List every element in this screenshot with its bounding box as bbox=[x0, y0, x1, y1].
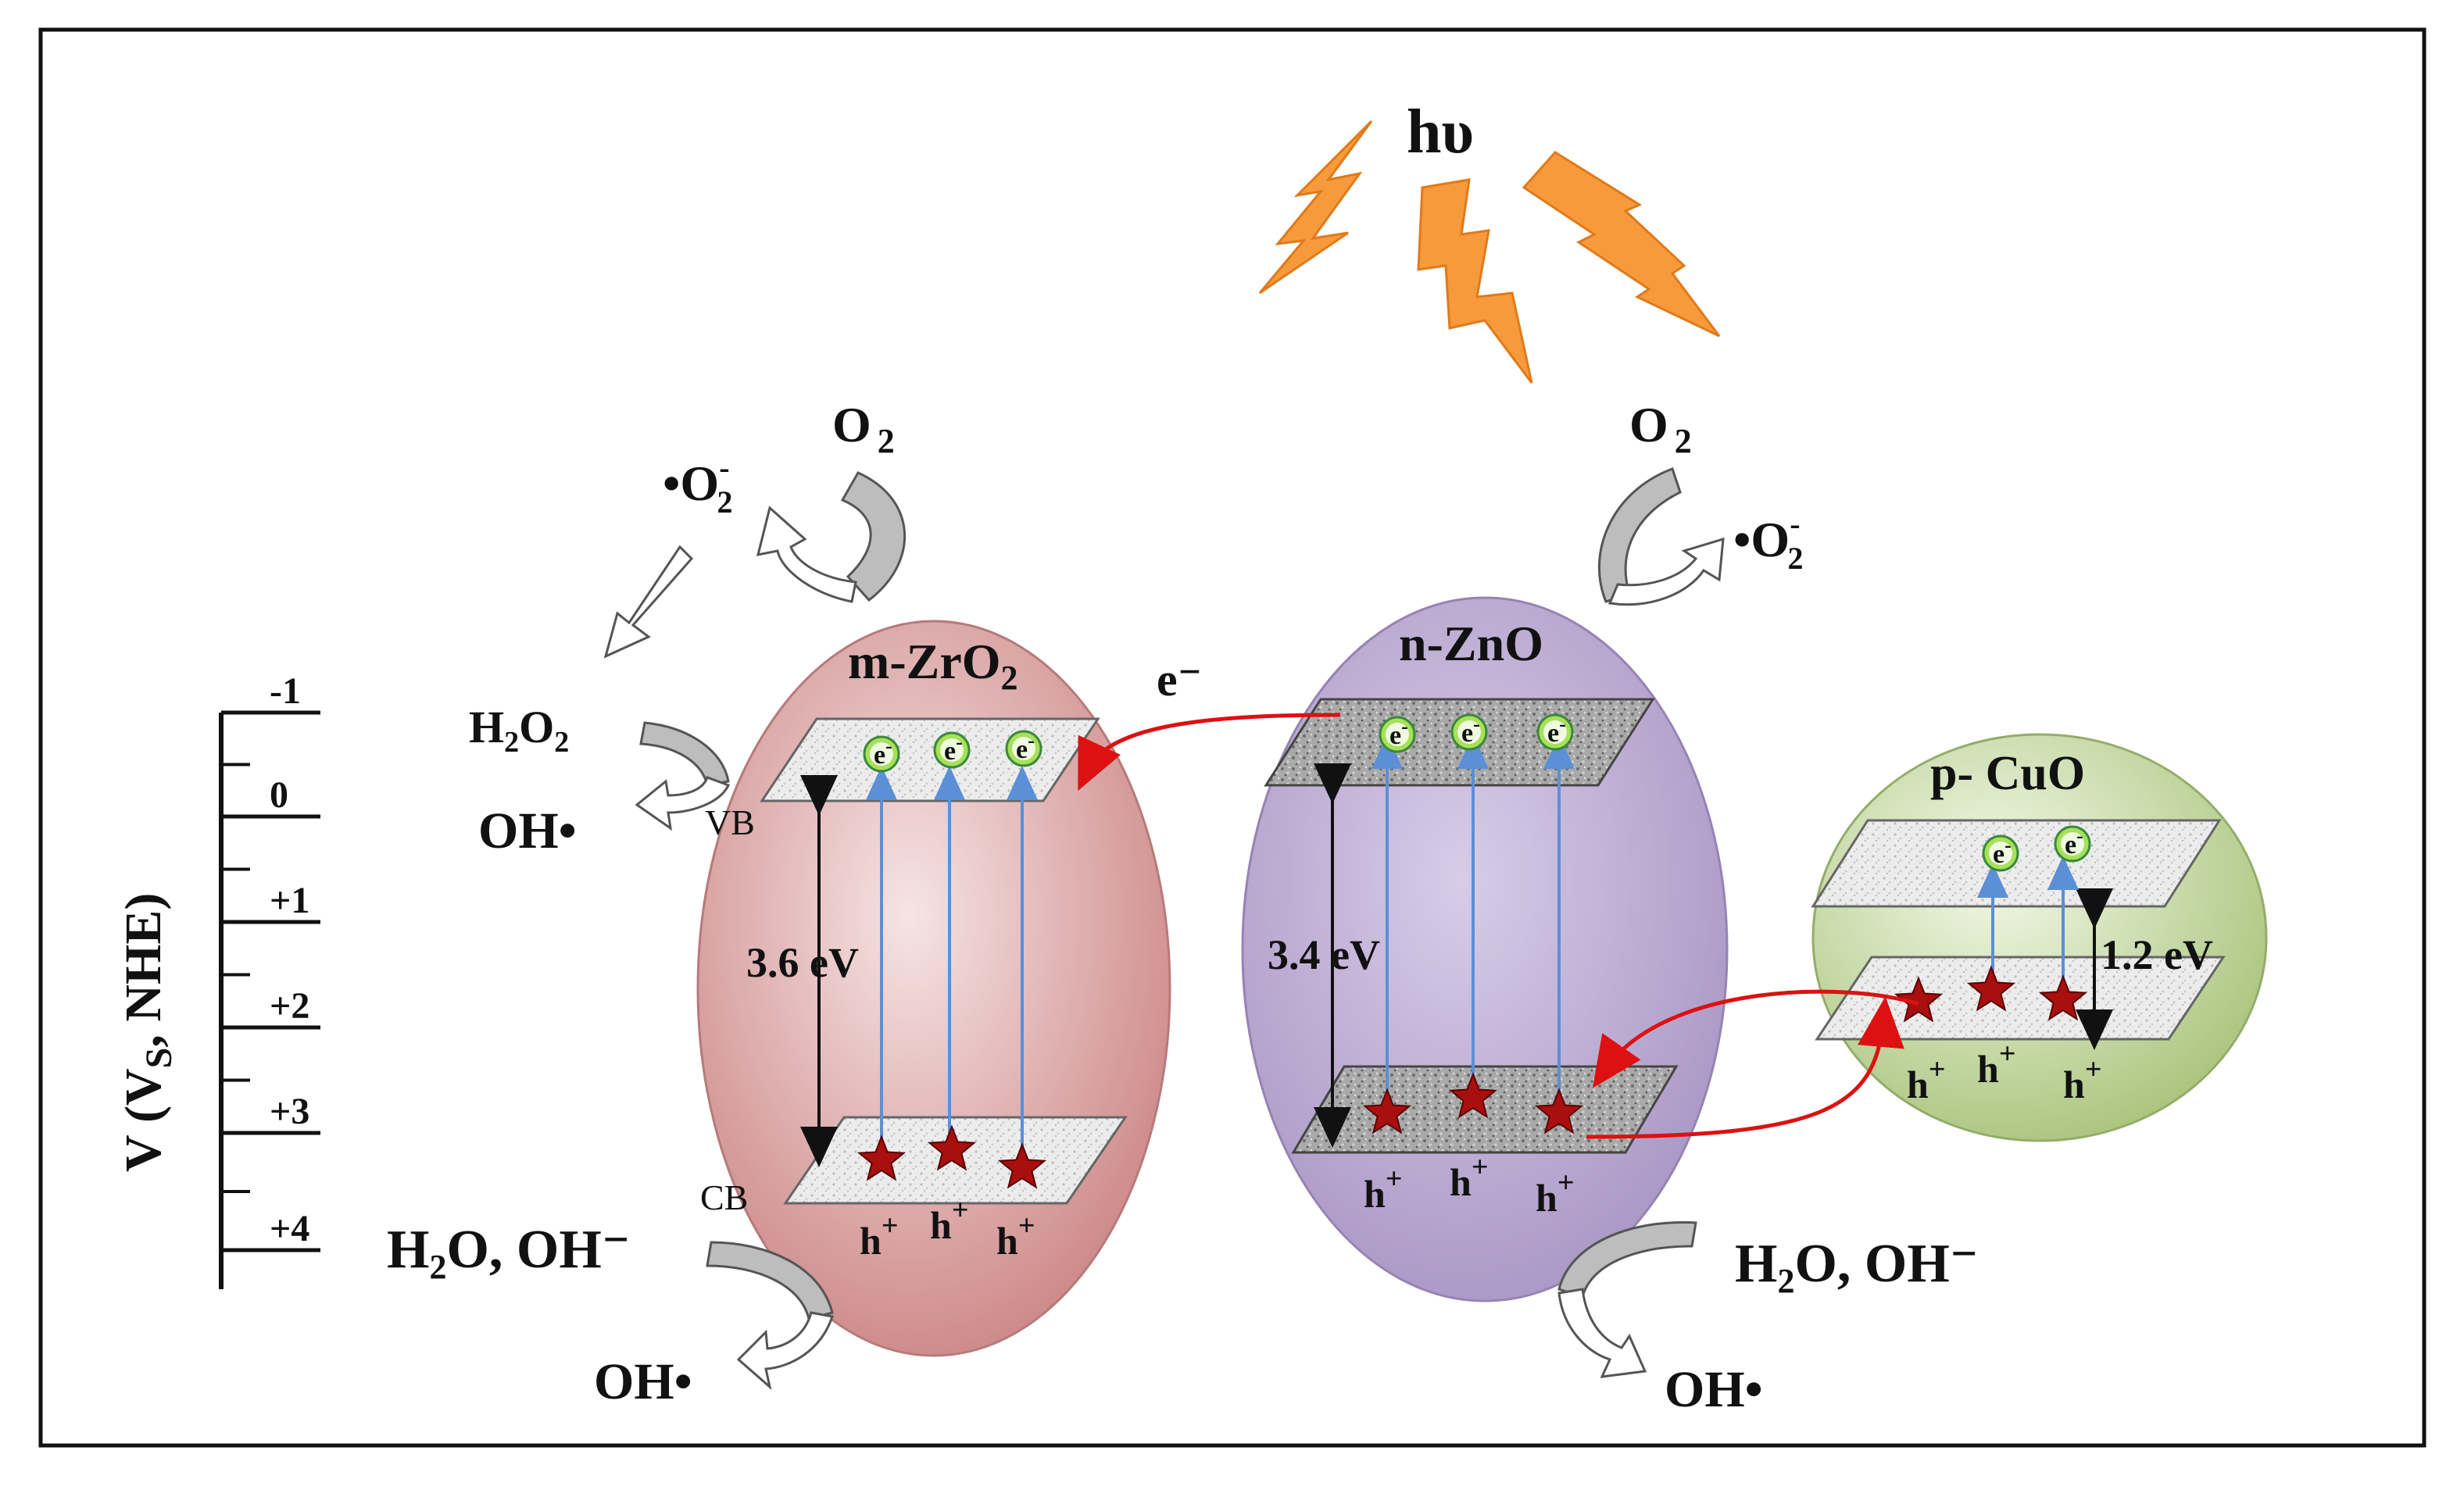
zro2-oh-radical-label: OH• bbox=[594, 1353, 692, 1410]
electron-dot: e- bbox=[1005, 729, 1042, 767]
hole-transfer-arrow bbox=[1592, 989, 1919, 1088]
electron-label: e- bbox=[2065, 824, 2083, 859]
zno-superoxide-label: •O-2 bbox=[1733, 506, 1804, 576]
cuo-name: p- CuO bbox=[1930, 747, 2085, 800]
electron-dot: e- bbox=[1450, 713, 1488, 751]
electron-dot: e- bbox=[2054, 824, 2091, 863]
cuo-upper-band bbox=[1811, 819, 2222, 908]
zro2-upper-band bbox=[760, 717, 1100, 802]
electron-label: e- bbox=[874, 734, 892, 770]
zno-particle: n-ZnO 3.4 eV bbox=[1241, 596, 1729, 1302]
zro2-water-label: H2O, OH⁻ bbox=[387, 1220, 631, 1286]
zno-gap-label: 3.4 eV bbox=[1268, 931, 1380, 978]
hole-star bbox=[927, 1124, 977, 1171]
zro2-cb-label: CB bbox=[700, 1177, 748, 1217]
hole-transfer-arrow-return bbox=[1586, 996, 1904, 1139]
electron-label: e- bbox=[1993, 834, 2012, 869]
hole-star bbox=[2038, 974, 2088, 1021]
lightning-bolt-icon bbox=[1417, 178, 1533, 384]
electron-label: e- bbox=[1547, 713, 1566, 748]
zro2-particle: m-ZrO2 3.6 eV VB CB bbox=[696, 620, 1171, 1357]
hole-star bbox=[1894, 976, 1944, 1023]
curved-arrow-icon bbox=[736, 1311, 834, 1391]
axis-title: V (VS, NHE) bbox=[115, 893, 180, 1172]
axis-tick-label: +4 bbox=[270, 1208, 309, 1249]
electrons: e-e-e-e-e-e-e-e- bbox=[863, 713, 2091, 872]
electron-dot: e- bbox=[1982, 834, 2019, 872]
lightning-bolt-icon bbox=[1522, 151, 1721, 338]
zro2-vb-label: VB bbox=[705, 802, 755, 842]
hole-label: h+ bbox=[860, 1210, 898, 1263]
curved-arrow-icon bbox=[840, 471, 906, 602]
hollow-arrow-icon bbox=[603, 545, 694, 659]
light-bolts bbox=[1258, 120, 1721, 384]
zro2-gap-label: 3.6 eV bbox=[746, 939, 859, 986]
electron-dot: e- bbox=[1536, 713, 1574, 751]
hole-label: h+ bbox=[1450, 1151, 1488, 1204]
charge-transfer-arrows bbox=[1078, 713, 1919, 1139]
curved-arrow-icon bbox=[1597, 467, 1682, 603]
axis-tick-label: -1 bbox=[270, 670, 301, 712]
hole-star bbox=[997, 1142, 1047, 1189]
curved-arrow-icon bbox=[1557, 1288, 1647, 1378]
curved-arrow-icon bbox=[756, 506, 857, 603]
hole-label: h+ bbox=[996, 1210, 1035, 1263]
curved-arrow-icon bbox=[635, 776, 731, 831]
hole-label: h+ bbox=[1364, 1163, 1402, 1216]
electron-dot: e- bbox=[1379, 715, 1416, 753]
oh-radical-label-vb: OH• bbox=[478, 802, 577, 859]
cuo-particle: p- CuO 1.2 eV bbox=[1811, 733, 2268, 1142]
electron-transfer-arrow bbox=[1078, 713, 1341, 791]
potential-axis: -1 0 +1 +2 +3 +4 V (VS, NHE) bbox=[115, 670, 320, 1289]
light-label: hυ bbox=[1407, 98, 1474, 166]
excitation-arrows bbox=[866, 734, 2079, 1149]
zno-oh-radical-label: OH• bbox=[1665, 1361, 1763, 1418]
hole-label: h+ bbox=[1977, 1038, 2015, 1091]
transfer-electron-label: e⁻ bbox=[1157, 654, 1202, 706]
holes: h+ h+ h+ h+ h+ h+ h+ h+ h+ bbox=[856, 965, 2101, 1263]
electron-label: e- bbox=[1389, 715, 1408, 750]
electron-label: e- bbox=[1016, 729, 1035, 764]
hole-star bbox=[856, 1134, 907, 1181]
axis-tick-label: 0 bbox=[270, 774, 288, 816]
hole-label: h+ bbox=[2063, 1053, 2101, 1106]
hole-star bbox=[1448, 1072, 1498, 1119]
hole-label: h+ bbox=[1536, 1167, 1574, 1220]
axis-tick-label: +3 bbox=[270, 1091, 309, 1132]
curved-arrow-icon bbox=[639, 721, 730, 787]
zro2-name: m-ZrO2 bbox=[848, 634, 1018, 697]
hydrogen-peroxide-label: H2O2 bbox=[469, 702, 569, 759]
zno-water-label: H2O, OH⁻ bbox=[1735, 1234, 1979, 1300]
curved-arrow-icon bbox=[1557, 1220, 1697, 1299]
axis-tick-label: +2 bbox=[270, 985, 309, 1027]
zno-name: n-ZnO bbox=[1399, 616, 1543, 671]
electron-label: e- bbox=[1461, 713, 1480, 748]
lightning-bolt-icon bbox=[1258, 120, 1373, 295]
electron-dot: e- bbox=[863, 734, 900, 773]
curved-arrow-icon bbox=[1608, 537, 1725, 606]
cuo-gap-label: 1.2 eV bbox=[2101, 931, 2213, 978]
zro2-superoxide-label: •O-2 bbox=[663, 450, 733, 520]
electron-dot: e- bbox=[933, 731, 971, 769]
electron-label: e- bbox=[944, 731, 963, 766]
hole-star bbox=[1966, 965, 2016, 1012]
hole-star bbox=[1534, 1088, 1584, 1134]
reaction-arrows bbox=[603, 467, 1725, 1391]
hole-label: h+ bbox=[930, 1194, 968, 1247]
axis-tick-label: +1 bbox=[270, 880, 309, 921]
hole-star bbox=[1362, 1088, 1412, 1134]
hole-label: h+ bbox=[1907, 1053, 1945, 1106]
